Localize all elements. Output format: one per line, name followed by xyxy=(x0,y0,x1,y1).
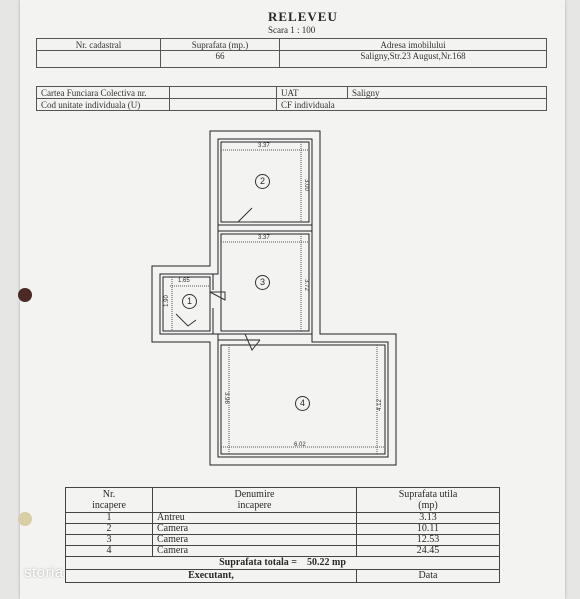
room-number-2: 2 xyxy=(255,174,270,189)
header-nr-line1: Nr. xyxy=(102,489,116,500)
punch-hole-top xyxy=(18,288,32,302)
cadastral-table: Nr. cadastral Suprafata (mp.) Adresa imo… xyxy=(36,38,547,68)
dim-room2-height: 3.00 xyxy=(302,179,309,191)
dim-room4-left: 3.96 xyxy=(222,392,229,404)
door-room1 xyxy=(209,291,226,301)
wall-room3-room4 xyxy=(218,333,312,341)
document-page: RELEVEU Scara 1 : 100 Nr. cadastral Supr… xyxy=(20,0,565,599)
watermark-logo: storia xyxy=(24,564,64,581)
punch-hole-bottom xyxy=(18,512,32,526)
land-registry-table: Cartea Funciara Colectiva nr. UAT Salign… xyxy=(36,86,547,111)
total-label: Suprafata totala = xyxy=(219,557,297,568)
row-name: Camera xyxy=(152,534,357,546)
row-name: Camera xyxy=(152,523,357,535)
row-nr: 4 xyxy=(65,545,153,557)
row-nr: 3 xyxy=(65,534,153,546)
dim-room4-width: 6.02 xyxy=(294,442,306,448)
individual-cf-label: CF individuala xyxy=(276,98,547,111)
table-row: 1 Antreu 3.13 xyxy=(65,512,500,524)
uat-value: Saligny xyxy=(347,86,547,99)
rooms-table: Nr. incapere Denumire incapere Suprafata… xyxy=(65,487,500,583)
land-book-value xyxy=(169,86,277,99)
data-label: Data xyxy=(356,569,500,583)
room-number-1: 1 xyxy=(182,294,197,309)
header-name-line2: incapere xyxy=(237,500,272,511)
row-name: Camera xyxy=(152,545,357,557)
dim-room1-height: 1.90 xyxy=(163,295,170,307)
header-area: Suprafata utila (mp) xyxy=(356,487,500,513)
wall-room2-room3 xyxy=(218,224,312,232)
total-row: Suprafata totala = 50.22 mp xyxy=(65,556,500,570)
cadastral-number-value xyxy=(36,50,161,68)
row-area: 12.53 xyxy=(356,534,500,546)
outer-wall xyxy=(151,130,397,466)
surface-label: Suprafata (mp.) xyxy=(160,38,280,51)
door-room2 xyxy=(237,207,253,223)
inner-wall-line xyxy=(159,138,389,458)
total-value: 50.22 mp xyxy=(307,557,346,568)
header-area-line2: (mp) xyxy=(418,500,438,511)
room-number-4: 4 xyxy=(295,396,310,411)
header-nr: Nr. incapere xyxy=(65,487,153,513)
address-value: Saligny,Str.23 August,Nr.168 xyxy=(279,50,547,68)
uat-label: UAT xyxy=(276,86,348,99)
address-label: Adresa imobilului xyxy=(279,38,547,51)
floor-plan xyxy=(151,130,397,466)
header-name: Denumire incapere xyxy=(152,487,357,513)
row-area: 10.11 xyxy=(356,523,500,535)
unit-code-label: Cod unitate individuala (U) xyxy=(36,98,170,111)
row-area: 3.13 xyxy=(356,512,500,524)
surface-value: 66 xyxy=(160,50,280,68)
land-book-label: Cartea Funciara Colectiva nr. xyxy=(36,86,170,99)
unit-code-value xyxy=(169,98,277,111)
room-number-3: 3 xyxy=(255,275,270,290)
table-row: 3 Camera 12.53 xyxy=(65,534,500,546)
dim-room1-width: 1.65 xyxy=(178,278,190,284)
executant-label: Executant, xyxy=(65,569,357,583)
header-name-line1: Denumire xyxy=(234,489,275,500)
row-area: 24.45 xyxy=(356,545,500,557)
door-room4 xyxy=(244,333,261,351)
dim-room4-right: 4.12 xyxy=(376,399,383,411)
document-title: RELEVEU xyxy=(268,9,338,24)
dim-room3-height: 3.72 xyxy=(302,279,309,291)
table-row: 2 Camera 10.11 xyxy=(65,523,500,535)
row-nr: 1 xyxy=(65,512,153,524)
header-nr-line2: incapere xyxy=(92,500,126,511)
dim-room2-width: 3.37 xyxy=(258,143,270,149)
header-area-line1: Suprafata utila xyxy=(398,489,458,500)
table-row: 4 Camera 24.45 xyxy=(65,545,500,557)
row-name: Antreu xyxy=(152,512,357,524)
row-nr: 2 xyxy=(65,523,153,535)
cadastral-number-label: Nr. cadastral xyxy=(36,38,161,51)
dim-room3-width: 3.37 xyxy=(258,235,270,241)
door-room1b xyxy=(175,313,197,327)
scale-label: Scara 1 : 100 xyxy=(268,25,316,35)
